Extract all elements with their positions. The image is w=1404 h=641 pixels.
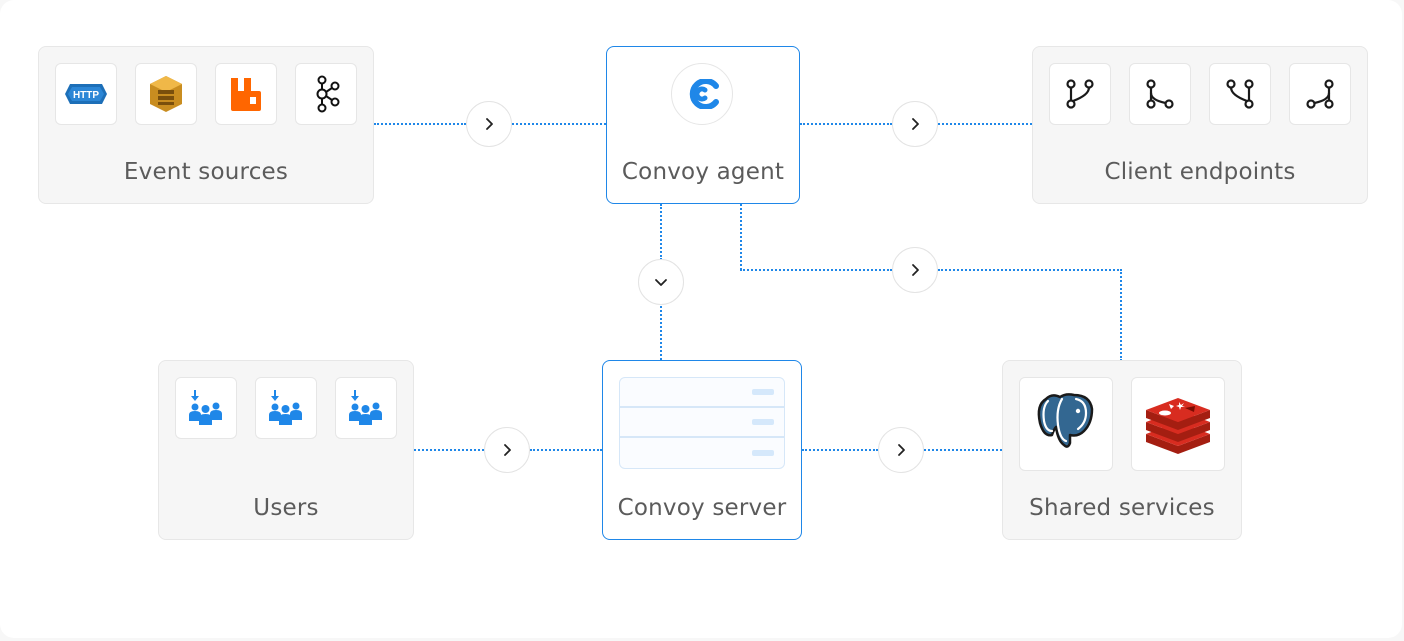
server-row [619,407,785,437]
connector-sources-to-agent-right [512,123,606,125]
client-endpoints-group: Client endpoints [1032,46,1368,204]
event-sources-label: Event sources [123,159,289,185]
event-sources-group: HTTP [38,46,374,204]
connector-agent-to-services-rise [1120,269,1122,361]
connector-agent-to-services-left [740,269,892,271]
rabbitmq-icon [215,63,277,125]
connector-users-to-server-right [530,449,602,451]
users-icon [335,377,397,439]
connector-agent-to-services-drop [740,204,742,270]
arrow-right-icon [466,101,512,147]
shared-services-group: Shared services [1002,360,1242,540]
connector-agent-to-services-right [938,269,1122,271]
arrow-down-icon [638,259,684,305]
convoy-server-label: Convoy server [617,495,787,521]
arrow-right-icon [892,101,938,147]
connector-agent-to-server-top [660,204,662,260]
convoy-agent-node: Convoy agent [606,46,800,204]
server-stack-icon [603,361,801,481]
users-icon [175,377,237,439]
connector-agent-to-endpoints-left [800,123,892,125]
client-endpoints-label: Client endpoints [1104,159,1296,185]
kafka-icon [295,63,357,125]
connector-server-to-services-right [924,449,1002,451]
connector-agent-to-endpoints-right [938,123,1032,125]
redis-icon [1131,377,1225,471]
server-row [619,437,785,469]
connector-server-to-services-left [802,449,878,451]
convoy-agent-label: Convoy agent [621,159,785,185]
arrow-right-icon [878,427,924,473]
users-icon [255,377,317,439]
users-group: Users [158,360,414,540]
git-branch-icon-1 [1049,63,1111,125]
shared-services-label: Shared services [1029,495,1215,521]
convoy-server-node: Convoy server [602,360,802,540]
git-branch-icon-3 [1209,63,1271,125]
postgresql-icon [1019,377,1113,471]
http-icon: HTTP [55,63,117,125]
connector-sources-to-agent-left [374,123,466,125]
aws-sqs-icon [135,63,197,125]
connector-agent-to-server-bottom [660,306,662,360]
server-row [619,377,785,407]
git-branch-icon-2 [1129,63,1191,125]
convoy-logo-icon [671,63,733,125]
users-label: Users [253,495,319,521]
http-badge-text: HTTP [73,90,99,101]
connector-users-to-server-left [414,449,484,451]
arrow-right-icon [484,427,530,473]
git-branch-icon-4 [1289,63,1351,125]
arrow-right-icon [892,247,938,293]
